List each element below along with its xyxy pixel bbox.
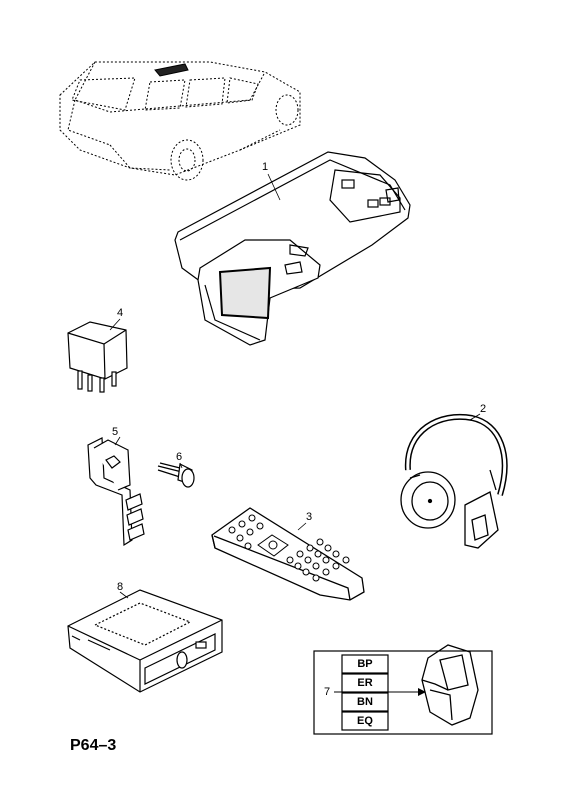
connector-code-eq: EQ [357, 715, 373, 727]
part-number-5: 5 [112, 426, 119, 438]
part-number-3: 3 [306, 511, 313, 523]
roof-mount-marker [154, 63, 189, 77]
screw-drawing [157, 462, 195, 488]
part-number-6: 6 [176, 451, 183, 463]
bracket-drawing [87, 437, 145, 547]
part-number-4: 4 [117, 307, 124, 319]
connector-drawing [421, 644, 479, 726]
connector-code-table [341, 654, 389, 731]
connector-arrow-head [418, 688, 426, 696]
connector-code-bp: BP [357, 658, 373, 670]
vehicle-illustration [59, 61, 301, 181]
connector-code-er: ER [357, 677, 373, 689]
part-number-8: 8 [117, 581, 124, 593]
headphones-drawing [400, 413, 508, 549]
page-code: P64–3 [70, 737, 117, 754]
overhead-monitor-drawing [174, 151, 411, 346]
relay-drawing [67, 321, 128, 393]
connector-code-frame [313, 650, 493, 735]
part-number-2: 2 [480, 403, 487, 415]
part-number-1: 1 [262, 161, 269, 173]
dvd-player-drawing [67, 589, 223, 693]
remote-control-drawing [211, 507, 365, 601]
leader-lines [109, 173, 481, 599]
connector-code-bn: BN [357, 696, 373, 708]
part-number-7: 7 [324, 686, 331, 698]
